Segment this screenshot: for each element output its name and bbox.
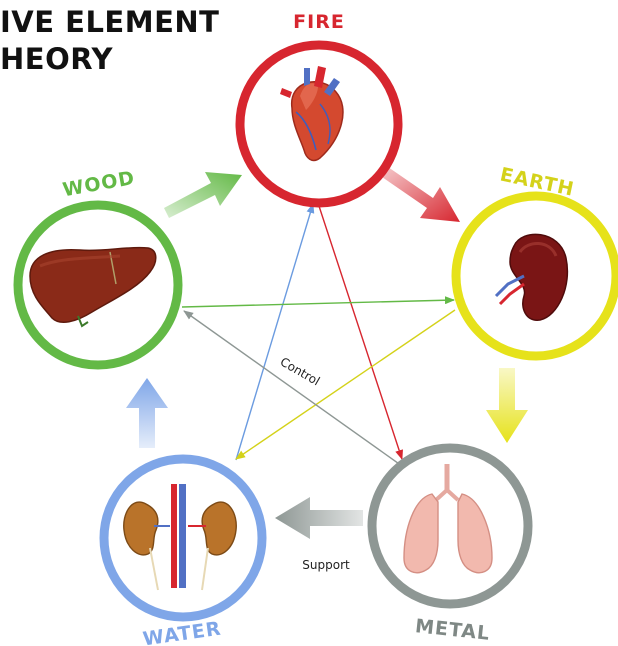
line-earth-to-water bbox=[236, 310, 455, 459]
water-label: WATER bbox=[142, 618, 223, 646]
arrow-water-to-wood bbox=[126, 378, 168, 448]
line-fire-to-metal bbox=[318, 203, 402, 459]
wood-label: WOOD bbox=[61, 167, 137, 201]
arrow-fire-to-earth bbox=[382, 167, 460, 222]
arrow-wood-to-fire bbox=[164, 172, 242, 218]
line-water-to-fire bbox=[236, 204, 313, 460]
line-metal-to-wood bbox=[184, 311, 402, 466]
arrow-earth-to-metal bbox=[486, 368, 528, 443]
fire-element: FIRE bbox=[240, 11, 398, 203]
line-wood-to-earth bbox=[182, 300, 454, 307]
metal-element: METAL bbox=[372, 448, 528, 645]
control-lines bbox=[182, 203, 455, 466]
wood-element: WOOD bbox=[18, 167, 178, 365]
support-annotation: Support bbox=[302, 558, 350, 572]
metal-label: METAL bbox=[414, 615, 491, 645]
earth-element: EARTH bbox=[456, 164, 616, 356]
fire-label: FIRE bbox=[293, 11, 345, 33]
water-element: WATER bbox=[104, 459, 262, 646]
arrow-metal-to-water bbox=[275, 497, 363, 539]
control-annotation: Control bbox=[278, 355, 323, 389]
